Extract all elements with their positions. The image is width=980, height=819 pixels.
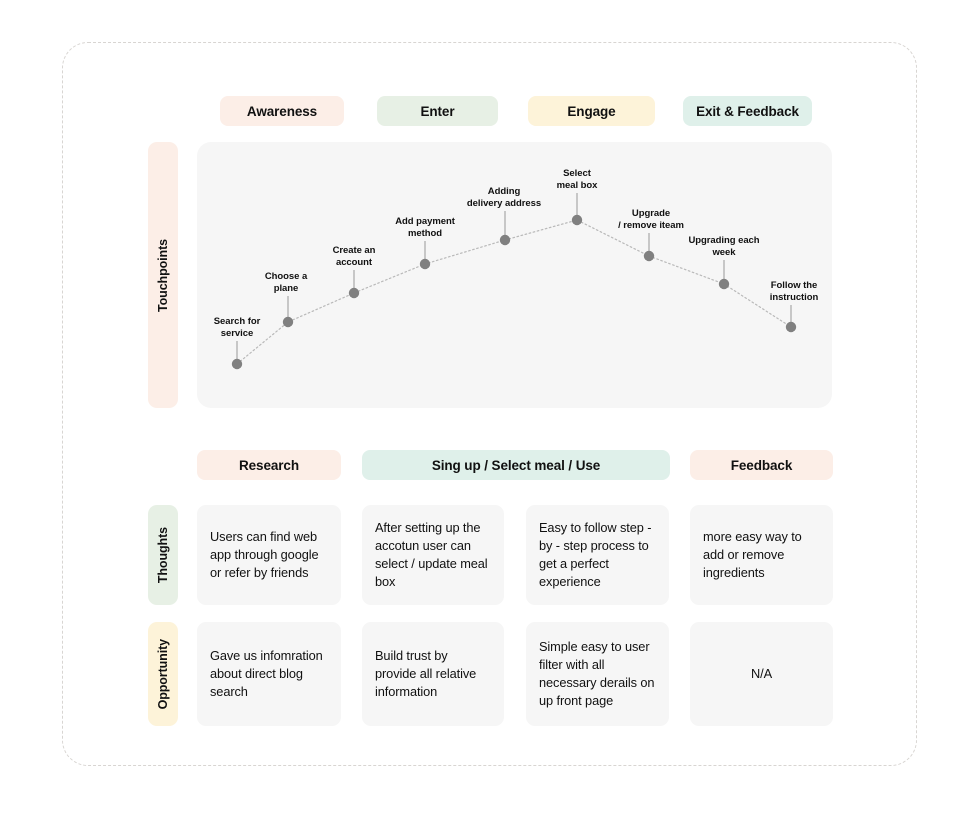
- thoughts-cell-text: Easy to follow step - by - step process …: [539, 520, 652, 589]
- row-label-thoughts: Thoughts: [148, 505, 178, 605]
- section-header-feedback[interactable]: Feedback: [690, 450, 833, 480]
- touchpoint-dot[interactable]: [231, 358, 243, 370]
- thoughts-cell[interactable]: Easy to follow step - by - step process …: [526, 505, 669, 605]
- row-label-opportunity: Opportunity: [148, 622, 178, 726]
- touchpoint-dot[interactable]: [419, 258, 431, 270]
- section-header-research[interactable]: Research: [197, 450, 341, 480]
- opportunity-cell-text: Simple easy to user filter with all nece…: [539, 639, 655, 708]
- touchpoint-dot[interactable]: [718, 278, 730, 290]
- stage-pill-awareness[interactable]: Awareness: [220, 96, 344, 126]
- touchpoint-dot[interactable]: [785, 321, 797, 333]
- thoughts-cell-text: Users can find web app through google or…: [210, 529, 319, 580]
- thoughts-cell[interactable]: Users can find web app through google or…: [197, 505, 341, 605]
- touchpoint-dot[interactable]: [499, 234, 511, 246]
- touchpoint-dot[interactable]: [282, 316, 294, 328]
- touchpoint-dot[interactable]: [643, 250, 655, 262]
- thoughts-cell-text: more easy way to add or remove ingredien…: [703, 529, 802, 580]
- touchpoint-connector-line: [236, 219, 792, 365]
- row-label-text: Thoughts: [156, 526, 170, 584]
- stage-pill-row: Awareness Enter Engage Exit & Feedback: [220, 96, 812, 126]
- opportunity-cell-text: N/A: [750, 666, 773, 681]
- section-header-signup-select-meal-use[interactable]: Sing up / Select meal / Use: [362, 450, 670, 480]
- touchpoint-dot[interactable]: [348, 287, 360, 299]
- stage-pill-label: Exit & Feedback: [696, 103, 799, 119]
- thoughts-cell-text: After setting up the accotun user can se…: [375, 520, 488, 589]
- row-label-touchpoints: Touchpoints: [148, 142, 178, 408]
- opportunity-cell-text: Gave us infomration about direct blog se…: [210, 648, 323, 699]
- thoughts-cell[interactable]: After setting up the accotun user can se…: [362, 505, 504, 605]
- section-header-label: Feedback: [730, 457, 793, 473]
- stage-pill-label: Engage: [567, 103, 616, 119]
- section-header-label: Research: [239, 457, 299, 473]
- stage-pill-exit-feedback[interactable]: Exit & Feedback: [683, 96, 812, 126]
- stage-pill-enter[interactable]: Enter: [377, 96, 498, 126]
- stage-pill-label: Enter: [420, 103, 455, 119]
- opportunity-cell[interactable]: Gave us infomration about direct blog se…: [197, 622, 341, 726]
- journey-map-frame: [62, 42, 917, 766]
- opportunity-cell[interactable]: Build trust by provide all relative info…: [362, 622, 504, 726]
- section-header-label: Sing up / Select meal / Use: [431, 457, 601, 473]
- touchpoints-line-chart: [231, 193, 797, 370]
- row-label-text: Touchpoints: [156, 238, 170, 312]
- opportunity-cell[interactable]: N/A: [690, 622, 833, 726]
- stage-pill-label: Awareness: [246, 103, 318, 119]
- touchpoint-dot[interactable]: [571, 214, 583, 226]
- stage-pill-engage[interactable]: Engage: [528, 96, 655, 126]
- thoughts-cell[interactable]: more easy way to add or remove ingredien…: [690, 505, 833, 605]
- opportunity-cell[interactable]: Simple easy to user filter with all nece…: [526, 622, 669, 726]
- opportunity-cell-text: Build trust by provide all relative info…: [375, 648, 477, 699]
- row-label-text: Opportunity: [156, 638, 170, 710]
